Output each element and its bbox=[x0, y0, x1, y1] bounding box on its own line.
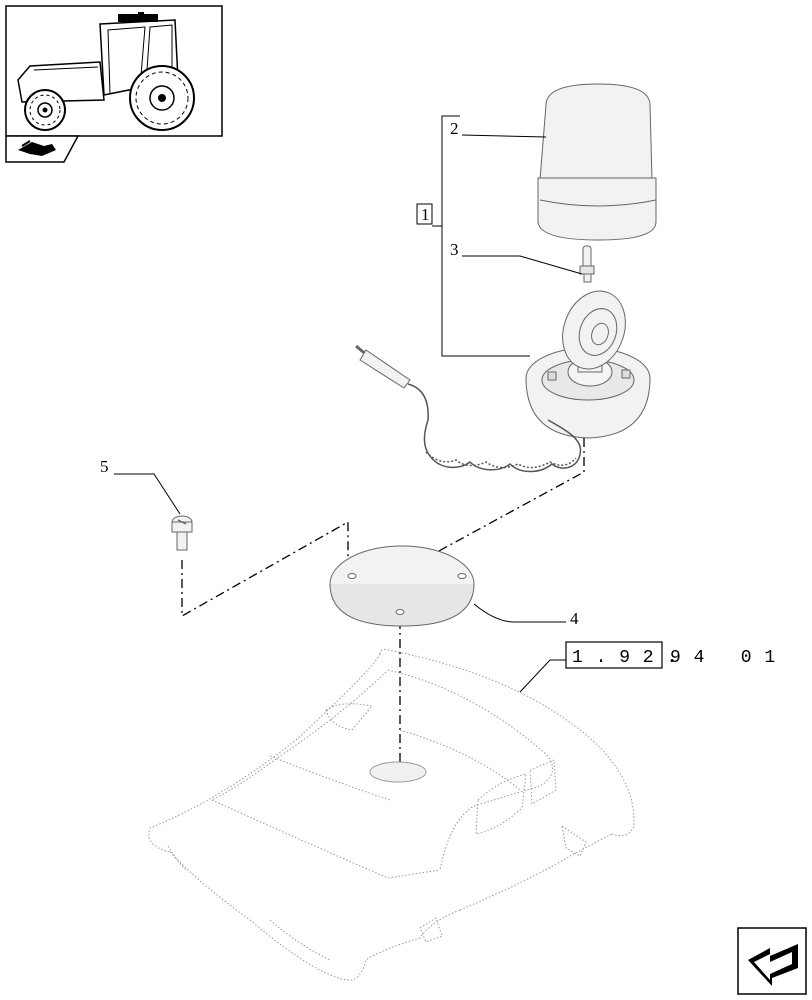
screw-part[interactable] bbox=[171, 515, 193, 551]
tractor-thumbnail[interactable] bbox=[5, 5, 223, 137]
cab-roof-outline bbox=[148, 649, 635, 981]
reference-box bbox=[565, 641, 663, 669]
label-3: 3 bbox=[450, 240, 459, 259]
label-2: 2 bbox=[450, 119, 459, 138]
assembly-line-cable bbox=[403, 438, 585, 571]
parts-group-icon[interactable] bbox=[5, 135, 80, 163]
arrow-previous-icon[interactable] bbox=[737, 927, 807, 995]
mounting-plate-part[interactable] bbox=[329, 545, 475, 627]
assembly-line-screw bbox=[181, 520, 349, 618]
beacon-base-part[interactable] bbox=[525, 282, 651, 439]
roof-mount-pad bbox=[369, 761, 427, 783]
label-5: 5 bbox=[100, 457, 109, 476]
power-cable[interactable] bbox=[355, 344, 582, 473]
beacon-dome-part[interactable] bbox=[537, 83, 657, 241]
group-label: 1 bbox=[421, 205, 430, 224]
reference-rest-text: 9 4 0 1 bbox=[670, 648, 776, 668]
bulb-part[interactable] bbox=[579, 245, 595, 283]
label-4: 4 bbox=[570, 609, 579, 628]
reference-boxed-text: 1 . 9 2 . bbox=[572, 648, 678, 668]
group-bracket bbox=[416, 115, 530, 357]
